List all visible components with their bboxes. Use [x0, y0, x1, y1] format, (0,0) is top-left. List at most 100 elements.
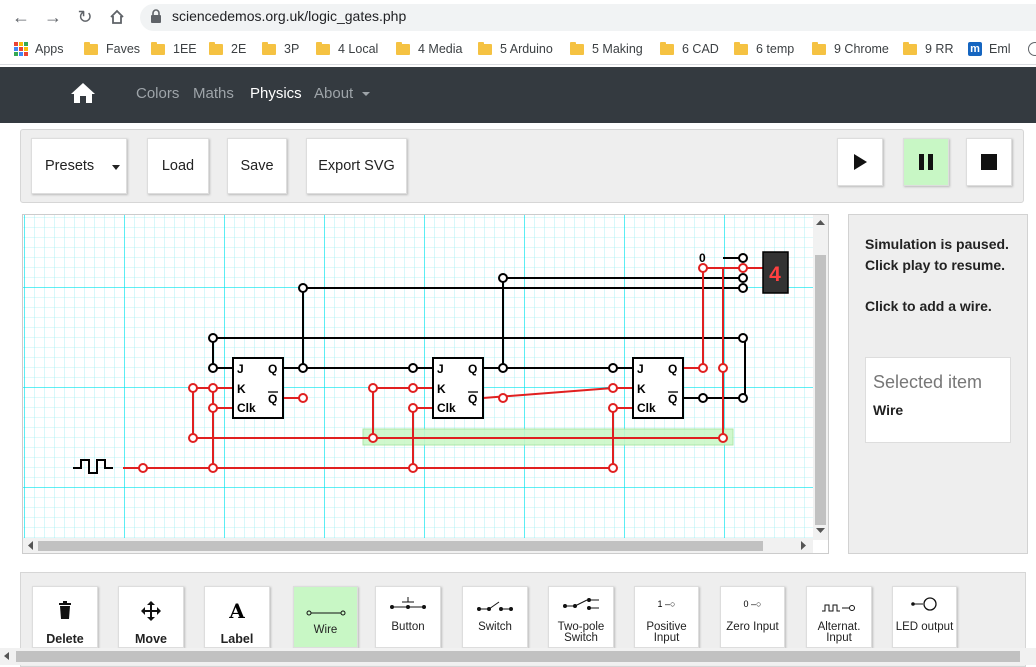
selected-item-title: Selected item [873, 372, 983, 392]
wire-tool[interactable]: Wire [293, 586, 358, 648]
led-output-icon [893, 596, 956, 617]
bookmark-folder[interactable]: 4 Media [396, 40, 462, 58]
jk-flip-flop[interactable]: J K Clk Q Q [432, 357, 484, 419]
ff-clk-label: Clk [437, 401, 456, 415]
folder-icon [84, 41, 98, 55]
folder-icon [570, 41, 584, 55]
selected-item-box: Selected item Wire [865, 357, 1011, 443]
ff-clk-label: Clk [637, 401, 656, 415]
bookmark-folder[interactable]: 6 CAD [660, 40, 719, 58]
alternating-input-icon [807, 599, 871, 617]
positive-input-icon: 1 –○ [657, 599, 676, 609]
bookmark-folder[interactable]: 2E [209, 40, 246, 58]
move-tool[interactable]: Move [118, 586, 184, 648]
bookmark-folder[interactable]: 4 Local [316, 40, 378, 58]
address-bar[interactable] [140, 4, 1036, 31]
ff-k-label: K [437, 382, 446, 396]
save-button[interactable]: Save [227, 138, 287, 194]
pause-button[interactable] [903, 138, 949, 186]
switch-tool[interactable]: Switch [462, 586, 528, 648]
home-icon[interactable] [104, 4, 130, 30]
positive-input-tool[interactable]: 1 –○ Positive Input [634, 586, 699, 648]
nav-colors[interactable]: Colors [136, 85, 180, 102]
site-navbar [0, 67, 1036, 123]
reload-icon[interactable]: ↻ [77, 6, 93, 27]
folder-icon [734, 41, 748, 55]
led-output-tool[interactable]: LED output [892, 586, 957, 648]
play-button[interactable] [837, 138, 883, 186]
label-icon: A [229, 599, 245, 623]
selected-item-value: Wire [873, 402, 904, 418]
m-logo-icon: m [968, 42, 982, 56]
apps-grid-icon [14, 42, 28, 56]
button-icon [376, 597, 440, 616]
ff-k-label: K [237, 382, 246, 396]
jk-flip-flop[interactable]: J K Clk Q Q [632, 357, 684, 419]
bookmark-folder[interactable]: 9 Chrome [812, 40, 889, 58]
button-tool[interactable]: Button [375, 586, 441, 648]
active-nodes [138, 263, 748, 473]
connection-nodes [208, 253, 748, 403]
two-pole-switch-tool[interactable]: Two-pole Switch [548, 586, 614, 648]
move-icon [119, 601, 183, 626]
bookmark-apps[interactable]: Apps [14, 40, 64, 58]
bookmark-eml[interactable]: m Eml [968, 40, 1011, 58]
play-icon [854, 154, 867, 170]
presets-dropdown[interactable]: Presets [31, 138, 127, 194]
alternating-input-tool[interactable]: Alternat. Input [806, 586, 872, 648]
bookmarks-bar [0, 34, 1036, 65]
ff-q-label: Q [468, 362, 477, 376]
back-arrow-icon[interactable]: ← [12, 6, 30, 27]
bookmark-folder[interactable]: 6 temp [734, 40, 794, 58]
label-tool[interactable]: A Label [204, 586, 270, 648]
bookmark-folder[interactable]: 1EE [151, 40, 197, 58]
ff-qbar-label: Q [468, 392, 477, 406]
site-home-icon[interactable] [70, 82, 96, 109]
caret-down-icon [362, 92, 371, 97]
forward-arrow-icon[interactable]: → [44, 6, 62, 27]
ff-q-label: Q [268, 362, 277, 376]
ff-qbar-label: Q [268, 392, 277, 406]
stop-icon [981, 154, 997, 170]
ff-clk-label: Clk [237, 401, 256, 415]
zero-input-icon: 0 –○ [743, 599, 762, 609]
folder-icon [478, 41, 492, 55]
display-value: 4 [769, 263, 781, 286]
bookmark-folder[interactable]: Faves [84, 40, 140, 58]
folder-icon [396, 41, 410, 55]
globe-icon[interactable] [1028, 42, 1036, 56]
nav-about[interactable]: About [314, 85, 371, 102]
display-input-label: 0 [699, 251, 706, 265]
delete-tool[interactable]: Delete [32, 586, 98, 648]
circuit-canvas[interactable]: J K Clk Q Q J K Clk Q Q J K Clk Q Q [22, 214, 829, 554]
switch-icon [463, 599, 527, 617]
bookmark-folder[interactable]: 5 Making [570, 40, 643, 58]
bookmark-folder[interactable]: 5 Arduino [478, 40, 553, 58]
ff-q-label: Q [668, 362, 677, 376]
folder-icon [660, 41, 674, 55]
bookmark-folder[interactable]: 9 RR [903, 40, 953, 58]
folder-icon [316, 41, 330, 55]
bookmark-folder[interactable]: 3P [262, 40, 299, 58]
caret-down-icon [112, 165, 120, 170]
ff-j-label: J [437, 362, 444, 376]
nav-maths[interactable]: Maths [193, 85, 234, 102]
clock-input-symbol [73, 459, 113, 474]
export-svg-button[interactable]: Export SVG [306, 138, 407, 194]
ff-k-label: K [637, 382, 646, 396]
trash-icon [33, 601, 97, 624]
numeric-display[interactable]: 4 [762, 251, 789, 294]
zero-input-tool[interactable]: 0 –○ Zero Input [720, 586, 785, 648]
url-text[interactable]: sciencedemos.org.uk/logic_gates.php [172, 8, 407, 24]
stop-button[interactable] [966, 138, 1012, 186]
status-text: Simulation is paused. Click play to resu… [865, 236, 1009, 314]
folder-icon [151, 41, 165, 55]
lock-icon [150, 9, 162, 23]
pause-icon [919, 154, 933, 170]
page-horizontal-scrollbar[interactable] [0, 648, 1036, 665]
wire-icon [294, 603, 357, 621]
folder-icon [812, 41, 826, 55]
nav-physics[interactable]: Physics [250, 85, 302, 102]
jk-flip-flop[interactable]: J K Clk Q Q [232, 357, 284, 419]
load-button[interactable]: Load [147, 138, 209, 194]
